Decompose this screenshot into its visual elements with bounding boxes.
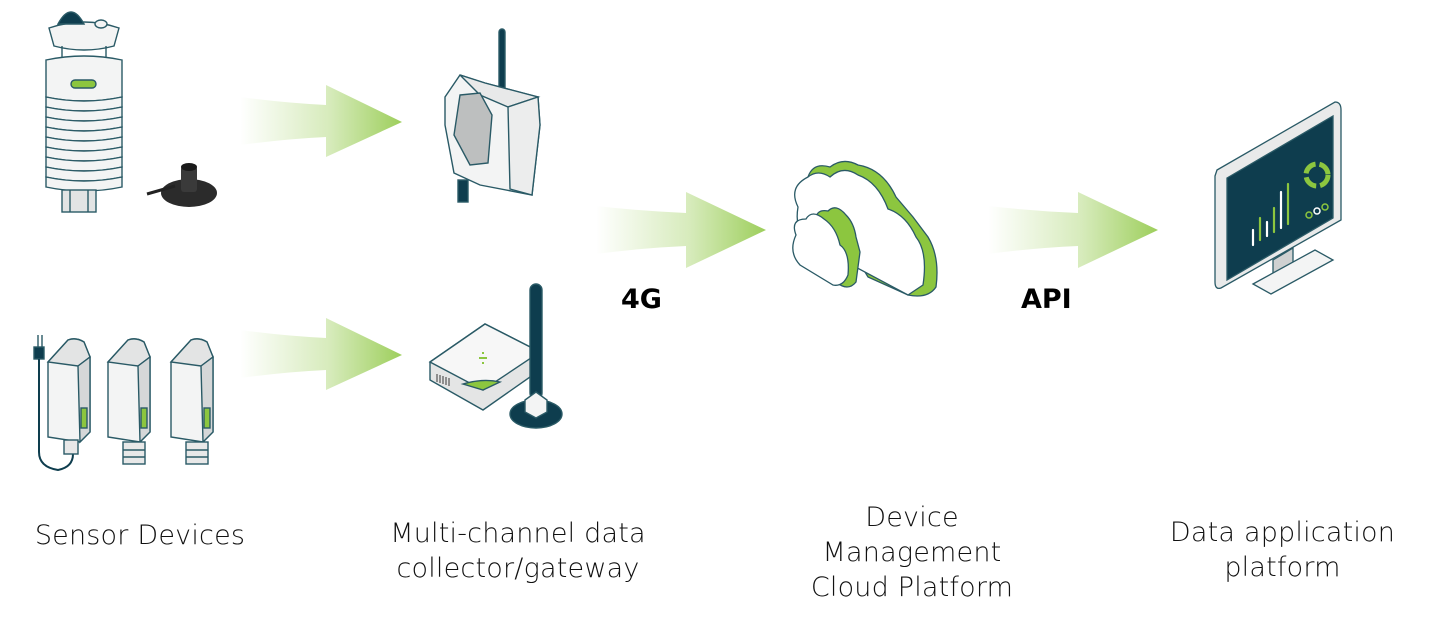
label-line: collector/gateway [396, 553, 640, 584]
wireless-sensor-icon [106, 338, 151, 465]
label-line: Multi-channel data [390, 518, 646, 549]
flow-arrow-sensor-bottom [240, 318, 402, 390]
node-label-gateway: Multi-channel data collector/gateway [368, 516, 668, 586]
wireless-sensor-icon [33, 335, 91, 472]
wireless-sensor-icon [169, 338, 214, 465]
label-line: Sensor Devices [34, 520, 246, 551]
cloud-icon [792, 160, 938, 297]
weather-station-icon [45, 11, 123, 213]
node-label-cloud: Device Management Cloud Platform [772, 500, 1052, 605]
edge-label-api: API [1021, 284, 1072, 315]
flow-arrow-sensor-top [240, 85, 402, 157]
gateway-router-icon [428, 283, 563, 429]
node-label-sensor-devices: Sensor Devices [10, 518, 270, 553]
label-line: platform [1224, 552, 1341, 583]
label-line: Data application [1169, 517, 1396, 548]
rain-sensor-icon [146, 163, 217, 207]
flow-arrow-api [988, 192, 1158, 268]
data-logger-icon [444, 28, 541, 203]
flow-arrow-4g [596, 192, 766, 268]
node-label-data-app: Data application platform [1140, 515, 1425, 585]
monitor-dashboard-icon [1214, 101, 1342, 295]
label-line: Device [865, 502, 959, 533]
label-line: Cloud Platform [810, 572, 1014, 603]
label-line: Management [822, 537, 1002, 568]
edge-label-4g: 4G [621, 284, 662, 315]
